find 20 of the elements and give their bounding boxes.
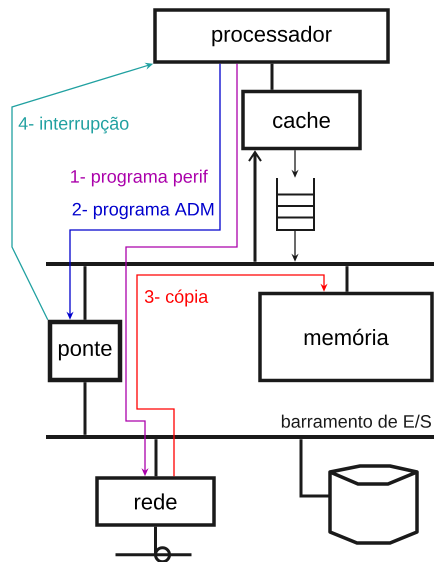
bus-label: barramento de E/S <box>282 414 431 428</box>
connector-line <box>84 266 86 320</box>
connector-line <box>270 64 274 90</box>
edge-label: 2- programa ADM <box>72 202 214 220</box>
buffer-queue <box>276 178 315 231</box>
edge-label: 1- programa perif <box>71 170 208 186</box>
connector-line <box>154 439 158 476</box>
component-box: cache <box>241 90 362 150</box>
connector-line <box>346 266 348 292</box>
component-box: ponte <box>48 320 122 382</box>
disk-drawing <box>328 464 419 545</box>
component-box: memória <box>258 292 434 382</box>
edge-label: 4- interrupção <box>18 116 128 134</box>
connector-line <box>300 439 329 498</box>
component-box: processador <box>153 8 390 64</box>
connector-line <box>84 382 86 435</box>
arrow <box>248 150 262 262</box>
component-box: rede <box>95 476 216 527</box>
arrow <box>136 274 328 476</box>
edge-label: 3- cópia <box>144 290 208 306</box>
